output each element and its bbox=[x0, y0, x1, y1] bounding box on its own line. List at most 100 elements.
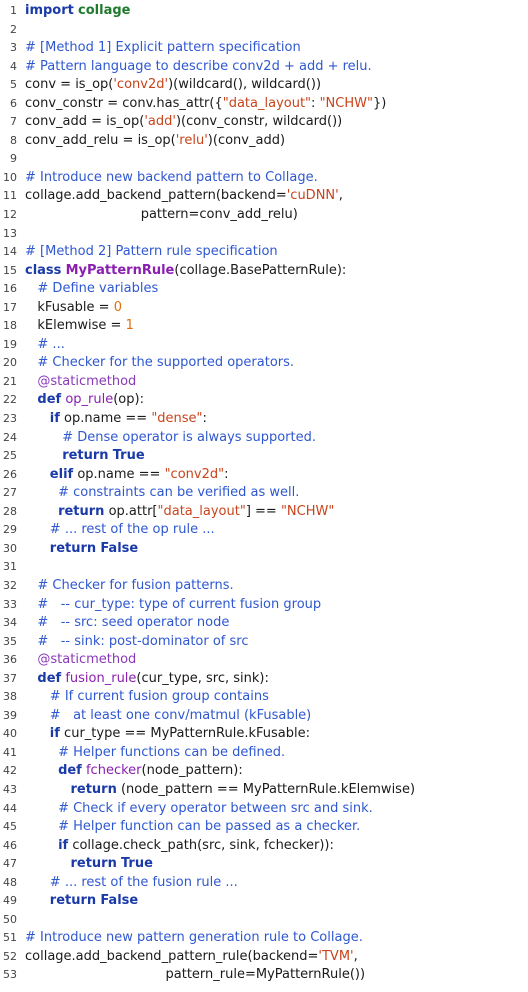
code-token bbox=[25, 374, 37, 389]
line-number: 4 bbox=[10, 59, 17, 73]
code-token: }) bbox=[372, 95, 387, 111]
code-token bbox=[25, 522, 50, 537]
keyword-token: def bbox=[58, 763, 82, 779]
code-token bbox=[25, 597, 37, 612]
code-token bbox=[25, 893, 50, 908]
comment-token: # constraints can be verified as well. bbox=[58, 485, 300, 501]
function-name-token: fusion_rule bbox=[65, 670, 137, 686]
line-number: 10 bbox=[3, 170, 17, 184]
code-text: # at least one conv/matmul (kFusable) bbox=[25, 707, 311, 726]
code-line: 26 elif op.name == "conv2d": bbox=[0, 466, 528, 485]
comment-token: # Define variables bbox=[37, 281, 159, 297]
code-line: 48 # ... rest of the fusion rule ... bbox=[0, 874, 528, 893]
code-token: kFusable = bbox=[25, 299, 114, 315]
code-line: 40 if cur_type == MyPatternRule.kFusable… bbox=[0, 725, 528, 744]
line-number: 7 bbox=[10, 115, 17, 129]
code-line: 22 def op_rule(op): bbox=[0, 391, 528, 410]
comment-token: # Helper function can be passed as a che… bbox=[58, 819, 361, 835]
line-number: 52 bbox=[3, 949, 17, 963]
code-line: 29 # ... rest of the op rule ... bbox=[0, 521, 528, 540]
code-token: (node_pattern == MyPatternRule.kElemwise… bbox=[116, 781, 416, 797]
class-name-token: MyPatternRule bbox=[65, 262, 175, 278]
comment-token: # ... bbox=[37, 336, 65, 352]
code-line: 46 if collage.check_path(src, sink, fche… bbox=[0, 837, 528, 856]
comment-token: # -- sink: post-dominator of src bbox=[37, 633, 249, 649]
line-number: 6 bbox=[10, 96, 17, 110]
keyword-token: False bbox=[100, 540, 139, 556]
decorator-token: @staticmethod bbox=[37, 652, 137, 668]
code-token: collage.check_path(src, sink, fchecker))… bbox=[68, 837, 334, 853]
line-number: 37 bbox=[3, 671, 17, 685]
string-token: "conv2d" bbox=[164, 466, 225, 482]
code-line: 4 # Pattern language to describe conv2d +… bbox=[0, 58, 528, 77]
comment-token: # at least one conv/matmul (kFusable) bbox=[49, 707, 312, 723]
line-number: 28 bbox=[3, 504, 17, 518]
code-token bbox=[25, 782, 70, 797]
decorator-token: @staticmethod bbox=[37, 373, 137, 389]
line-number: 20 bbox=[3, 356, 17, 370]
keyword-token: if bbox=[58, 837, 69, 853]
code-line: 21 @staticmethod bbox=[0, 373, 528, 392]
comment-token: # ... rest of the fusion rule ... bbox=[49, 874, 238, 890]
string-token: "NCHW" bbox=[319, 95, 373, 111]
keyword-token: def bbox=[37, 392, 62, 408]
code-line: 2 bbox=[0, 21, 528, 40]
code-line: 50 bbox=[0, 911, 528, 930]
code-line: 25 return True bbox=[0, 447, 528, 466]
comment-token: # Checker for the supported operators. bbox=[37, 355, 295, 371]
code-text: collage.add_backend_pattern_rule(backend… bbox=[25, 948, 358, 967]
keyword-token: elif bbox=[49, 466, 74, 482]
code-token bbox=[25, 801, 58, 816]
code-text: # Check if every operator between src an… bbox=[25, 800, 373, 819]
comment-token: # [Method 2] Pattern rule specification bbox=[25, 244, 278, 260]
code-line: 10# Introduce new backend pattern to Col… bbox=[0, 169, 528, 188]
keyword-token: class bbox=[25, 262, 62, 278]
code-text: conv_constr = conv.has_attr({"data_layou… bbox=[25, 95, 386, 114]
code-line: 38 # If current fusion group contains bbox=[0, 688, 528, 707]
code-token: conv_constr = conv.has_attr({ bbox=[25, 95, 223, 111]
keyword-token: True bbox=[112, 448, 145, 464]
code-line: 9 bbox=[0, 150, 528, 169]
code-token: pattern_rule=MyPatternRule()) bbox=[25, 967, 366, 983]
code-text: return True bbox=[25, 447, 145, 466]
code-line: 36 @staticmethod bbox=[0, 651, 528, 670]
code-token bbox=[25, 763, 58, 778]
code-line: 35 # -- sink: post-dominator of src bbox=[0, 633, 528, 652]
keyword-token: def bbox=[37, 670, 62, 686]
code-token: (op): bbox=[113, 392, 144, 408]
code-line: 27 # constraints can be verified as well… bbox=[0, 484, 528, 503]
comment-token: # If current fusion group contains bbox=[49, 689, 269, 705]
line-number: 12 bbox=[3, 208, 17, 222]
code-text: # Checker for the supported operators. bbox=[25, 354, 294, 373]
string-token: 'conv2d' bbox=[113, 77, 169, 93]
code-text: # If current fusion group contains bbox=[25, 688, 269, 707]
code-text: # ... bbox=[25, 336, 65, 355]
line-number: 43 bbox=[3, 782, 17, 796]
line-number: 32 bbox=[3, 578, 17, 592]
code-line: 14# [Method 2] Pattern rule specificatio… bbox=[0, 243, 528, 262]
code-text: # -- cur_type: type of current fusion gr… bbox=[25, 596, 321, 615]
string-token: 'TVM' bbox=[318, 948, 354, 964]
comment-token: # Helper functions can be defined. bbox=[58, 744, 286, 760]
code-token: (cur_type, src, sink): bbox=[136, 670, 269, 686]
code-text: return False bbox=[25, 540, 138, 559]
code-token: : bbox=[311, 95, 320, 111]
code-token: )(wildcard(), wildcard()) bbox=[168, 77, 322, 93]
code-text: # [Method 2] Pattern rule specification bbox=[25, 243, 278, 262]
code-text: return op.attr["data_layout"] == "NCHW" bbox=[25, 503, 334, 522]
number-token: 1 bbox=[125, 318, 134, 334]
line-number: 25 bbox=[3, 449, 17, 463]
code-line: 51# Introduce new pattern generation rul… bbox=[0, 929, 528, 948]
code-text: # Pattern language to describe conv2d + … bbox=[25, 58, 372, 77]
line-number: 24 bbox=[3, 430, 17, 444]
code-text: import collage bbox=[25, 2, 130, 21]
code-token bbox=[25, 745, 58, 760]
code-text: # -- sink: post-dominator of src bbox=[25, 633, 249, 652]
line-number: 8 bbox=[10, 133, 17, 147]
code-text: def fusion_rule(cur_type, src, sink): bbox=[25, 670, 269, 689]
code-text: # ... rest of the op rule ... bbox=[25, 521, 215, 540]
code-token bbox=[25, 504, 58, 519]
